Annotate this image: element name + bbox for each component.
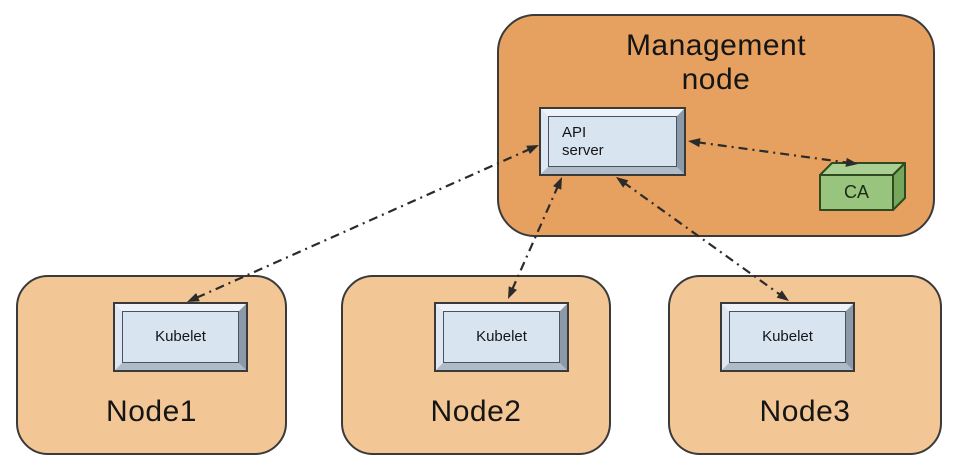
kubelet-box-node2: Kubelet xyxy=(434,302,569,372)
ca-front-face xyxy=(819,174,894,211)
api-server-label: API server xyxy=(548,116,677,167)
kubelet-box-node3: Kubelet xyxy=(720,302,855,372)
management-node-label: Management node xyxy=(499,29,933,97)
management-node-label-line1: Management xyxy=(625,29,807,62)
api-server-box-bevel xyxy=(541,109,684,174)
kubelet-label-node3: Kubelet xyxy=(729,311,846,363)
ca-box: CA xyxy=(814,156,914,216)
ca-3d-shape xyxy=(819,162,906,211)
kubelet-box-bevel xyxy=(115,304,246,370)
kubelet-label-node2: Kubelet xyxy=(443,311,560,363)
kubelet-box-bevel xyxy=(436,304,567,370)
ca-label: CA xyxy=(843,182,869,202)
kubelet-label-node1: Kubelet xyxy=(122,311,239,363)
node1-label: Node1 xyxy=(106,395,197,428)
node2-label: Node2 xyxy=(430,395,522,428)
management-node-label-line2: node xyxy=(681,63,751,96)
api-server-label-line1: API xyxy=(562,123,587,141)
api-server-label-line2: server xyxy=(562,141,604,159)
api-server-box: API server xyxy=(539,107,686,176)
kubelet-box-bevel xyxy=(722,304,853,370)
kubelet-box-node1: Kubelet xyxy=(113,302,248,372)
node3-label: Node3 xyxy=(759,395,851,428)
ca-top-face xyxy=(819,162,906,176)
